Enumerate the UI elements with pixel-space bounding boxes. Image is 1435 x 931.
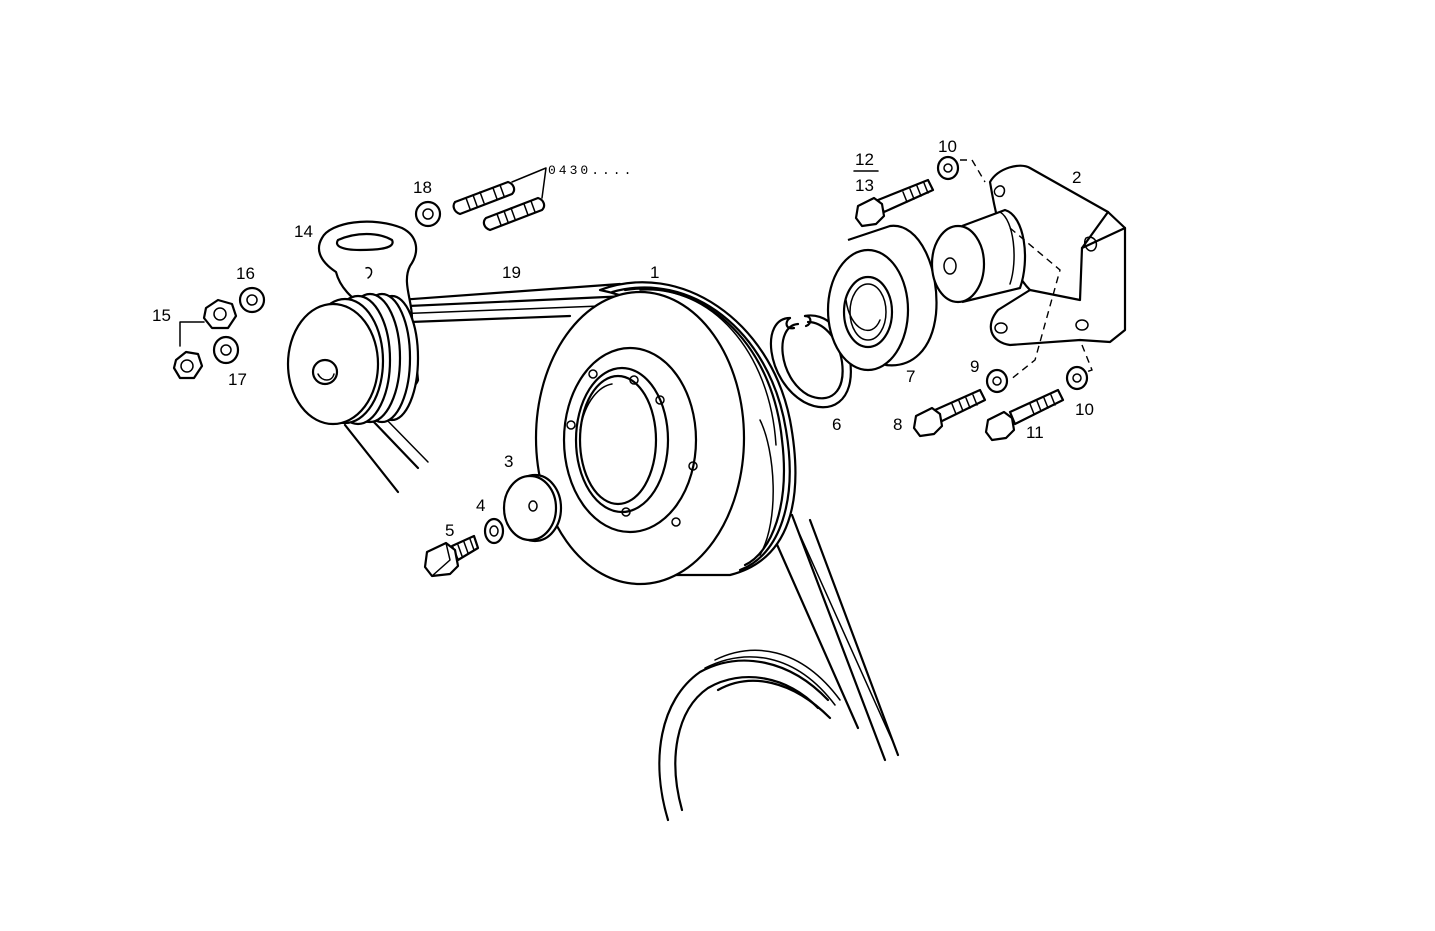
label-part-4: 4 <box>476 496 485 515</box>
label-part-12: 12 <box>855 150 874 169</box>
label-part-10-bottom: 10 <box>1075 400 1094 419</box>
label-part-9: 9 <box>970 357 979 376</box>
washer-4 <box>483 517 505 545</box>
nut-15 <box>172 321 205 380</box>
crankshaft-pulley-1 <box>534 281 797 586</box>
washer-plate-3 <box>502 473 563 543</box>
washer-16 <box>238 286 266 314</box>
stud-lower <box>482 196 546 232</box>
bolt-5 <box>423 534 480 578</box>
label-part-1: 1 <box>650 263 659 282</box>
label-part-16: 16 <box>236 264 255 283</box>
label-part-5: 5 <box>445 521 454 540</box>
label-part-7: 7 <box>906 367 915 386</box>
label-part-14: 14 <box>294 222 313 241</box>
label-part-13: 13 <box>855 176 874 195</box>
label-part-18: 18 <box>413 178 432 197</box>
label-part-19: 19 <box>502 263 521 282</box>
label-part-17: 17 <box>228 370 247 389</box>
bearing-7 <box>826 224 938 372</box>
stud-leader <box>511 167 547 199</box>
bolt-12-13 <box>854 178 935 228</box>
nut-16 <box>202 298 238 330</box>
reference-code: 0430.... <box>548 163 634 178</box>
leader-15 <box>179 321 205 347</box>
label-part-15: 15 <box>152 306 171 325</box>
washer-9 <box>985 368 1009 394</box>
label-part-8: 8 <box>893 415 902 434</box>
washer-10-bottom <box>1065 365 1089 391</box>
label-part-10-top: 10 <box>938 137 957 156</box>
washer-10-top <box>936 155 960 181</box>
washer-17 <box>212 335 240 365</box>
bolt-8 <box>912 388 987 438</box>
washer-18 <box>414 200 442 228</box>
tensioner-housing-2 <box>930 159 1127 381</box>
tensioner-pulley <box>286 292 420 426</box>
part-labels: 1 2 3 4 5 6 7 8 9 10 10 11 12 13 14 15 1… <box>152 137 1094 540</box>
label-part-11: 11 <box>1026 423 1044 442</box>
label-part-3: 3 <box>504 452 513 471</box>
label-part-6: 6 <box>832 415 841 434</box>
stud-upper <box>452 180 516 216</box>
bolt-11 <box>984 388 1065 442</box>
label-part-2: 2 <box>1072 168 1081 187</box>
